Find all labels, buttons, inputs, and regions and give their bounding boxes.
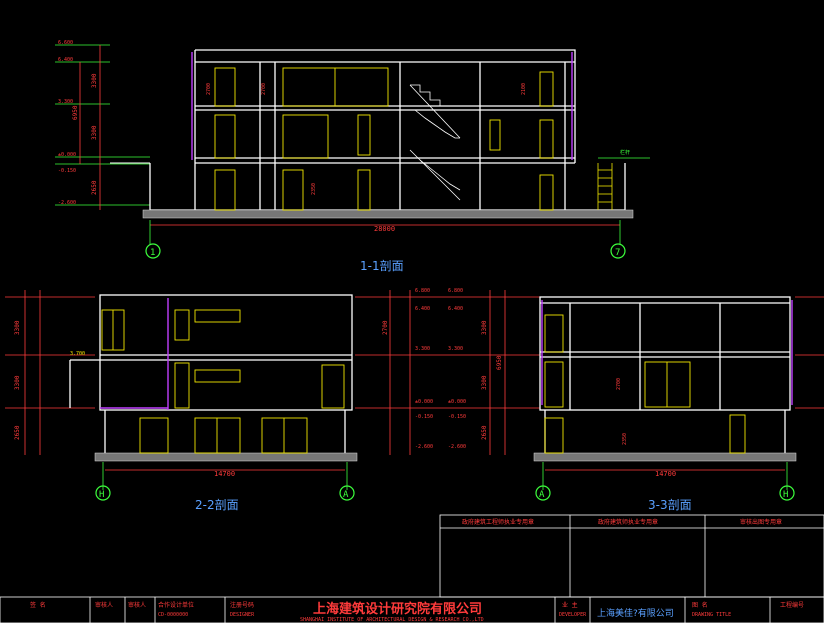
inner-dim-2700-b: 2700 [261, 83, 267, 95]
s3-dim-2650: 2650 [481, 425, 488, 440]
inner-dim-2100: 2100 [521, 83, 527, 95]
section-2-2: 3300 3300 2650 3.700 [5, 288, 440, 512]
axis-bubble-A-right [339, 485, 355, 501]
section2-total-dim: 14700 [214, 470, 235, 478]
section2-title: 2-2剖面 [195, 498, 239, 512]
s2-dim-3300-b: 3300 [14, 375, 21, 390]
s2-level-3300: 3.300 [415, 346, 430, 352]
dim-2650: 2650 [91, 180, 98, 195]
drawing-title-label: 图 名 [692, 601, 708, 609]
s3-level-m015: -0.150 [448, 414, 466, 420]
level-6400: 6.400 [58, 57, 73, 63]
s3-level-m26: -2.600 [448, 444, 466, 450]
s2-level-6800: 6.800 [415, 288, 430, 294]
developer-label-en: DEVELOPER [559, 612, 587, 618]
level-m015: -0.150 [58, 168, 76, 174]
tb-cell-reviewer-2: 审核人 [128, 601, 146, 609]
section1-total-dim: 28000 [374, 225, 395, 233]
section1-title: 1-1剖面 [360, 259, 404, 273]
drawing-title-label-en: DRAWING TITLE [692, 612, 731, 618]
section-3-3: 6.800 6.400 3.300 ±0.000 -0.150 -2.600 3… [440, 288, 824, 512]
axis-bubble-7 [610, 243, 626, 259]
tb-cell-designer: DESIGNER [230, 612, 255, 618]
s3-dim-3300-a: 3300 [481, 320, 488, 335]
developer-name: 上海美佳?有限公司 [597, 607, 674, 619]
dim-3300-a: 3300 [91, 73, 98, 88]
s2-terrace-level: 3.700 [70, 351, 85, 357]
dim-6950: 6950 [72, 105, 79, 120]
axis-bubble-H-left [95, 485, 111, 501]
axis-label-1: 1 [150, 248, 155, 258]
axis-label-A-right: A [343, 490, 349, 500]
company-name-cn: 上海建筑设计研究院有限公司 [313, 601, 482, 617]
stamp-area: 政府建筑工程师执业专用章 政府建筑师执业专用章 审核出图专用章 [439, 514, 824, 598]
inner-dim-2700-a: 2700 [206, 83, 212, 95]
tb-cell-reviewer-1: 审核人 [95, 601, 113, 609]
s3-dim-2350: 2350 [622, 433, 628, 445]
tb-cell-register: 注册号码 [230, 601, 254, 609]
s3-level-zero: ±0.000 [448, 399, 466, 405]
dim-3300-b: 3300 [91, 125, 98, 140]
s2-level-zero: ±0.000 [415, 399, 433, 405]
stamp-box-3-label: 审核出图专用章 [740, 518, 782, 526]
section-1-1: 6.600 6.400 3.300 ±0.000 -0.150 -2.600 3… [55, 40, 650, 273]
section3-total-dim: 14700 [655, 470, 676, 478]
project-number-label: 工程编号 [780, 601, 804, 609]
s2-dim-2650: 2650 [14, 425, 21, 440]
level-6800: 6.600 [58, 40, 73, 46]
axis-bubble-A-left [535, 485, 551, 501]
s2-dim-2700: 2700 [382, 320, 389, 335]
level-m26: -2.600 [58, 200, 76, 206]
s3-dim-6950: 6950 [496, 355, 503, 370]
axis-label-7: 7 [615, 248, 620, 258]
level-3300: 3.300 [58, 99, 73, 105]
s2-level-6400: 6.400 [415, 306, 430, 312]
axis-label-A-left: A [539, 490, 545, 500]
inner-dim-2350: 2350 [311, 183, 317, 195]
level-zero: ±0.000 [58, 152, 76, 158]
s3-dim-2700: 2700 [616, 378, 622, 390]
axis-label-H-right: H [783, 490, 788, 500]
s3-level-3300: 3.300 [448, 346, 463, 352]
stamp-box-2-label: 政府建筑师执业专用章 [598, 518, 658, 526]
tb-cell-sign: 签 名 [30, 601, 46, 609]
axis-label-H-left: H [99, 490, 104, 500]
s2-level-m015: -0.150 [415, 414, 433, 420]
axis-bubble-H-right [779, 485, 795, 501]
company-name-en: SHANGHAI INSTITUTE OF ARCHITECTURAL DESI… [300, 617, 484, 623]
axis-bubble-1 [145, 243, 161, 259]
s2-level-m26: -2.600 [415, 444, 433, 450]
s3-dim-3300-b: 3300 [481, 375, 488, 390]
title-block: 签 名 审核人 审核人 合作设计单位 CD-0000000 注册号码 DESIG… [0, 596, 824, 623]
railing-note: 栏杆 [620, 149, 630, 156]
developer-label: 业 主 [562, 601, 578, 609]
s3-level-6400: 6.400 [448, 306, 463, 312]
section3-title: 3-3剖面 [648, 498, 692, 512]
s2-dim-3300-a: 3300 [14, 320, 21, 335]
s3-level-6800: 6.800 [448, 288, 463, 294]
tb-cell-partner: 合作设计单位 [158, 601, 194, 609]
stamp-box-1-label: 政府建筑工程师执业专用章 [462, 518, 534, 526]
tb-cell-code: CD-0000000 [158, 612, 188, 618]
